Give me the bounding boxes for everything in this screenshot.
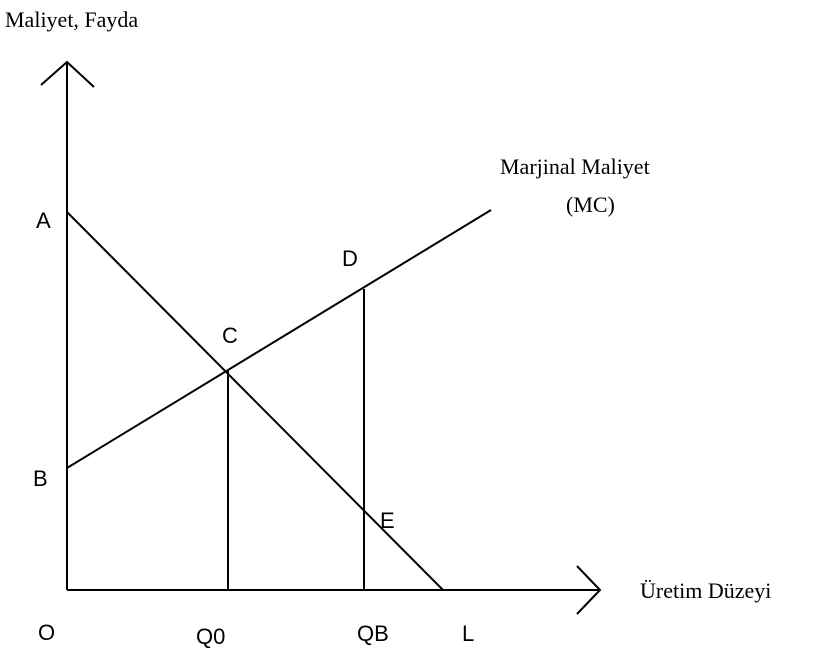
marginal-cost-line	[66, 209, 492, 469]
point-label-l: L	[462, 621, 474, 646]
x-axis-label: Üretim Düzeyi	[640, 578, 771, 603]
point-label-qb: QB	[357, 621, 389, 646]
x-axis-arrowhead	[576, 565, 602, 615]
point-label-o: O	[38, 620, 55, 645]
mc-label-line1: Marjinal Maliyet	[500, 154, 650, 179]
y-axis-label: Maliyet, Fayda	[5, 7, 138, 32]
point-label-c: C	[222, 323, 238, 348]
mc-label-line2: (MC)	[566, 192, 615, 217]
point-label-d: D	[342, 246, 358, 271]
point-label-a: A	[36, 208, 51, 233]
point-label-q0: Q0	[196, 624, 225, 649]
point-label-b: B	[33, 466, 48, 491]
marginal-benefit-line	[66, 211, 444, 591]
point-label-e: E	[380, 508, 395, 533]
y-axis-arrowhead	[40, 60, 95, 88]
